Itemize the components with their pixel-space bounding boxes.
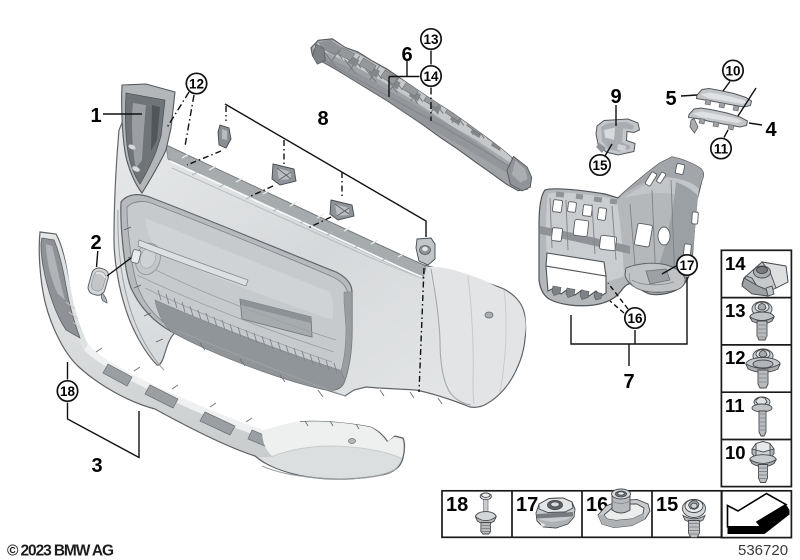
svg-text:14: 14 (423, 69, 439, 84)
svg-text:16: 16 (627, 311, 643, 326)
svg-text:13: 13 (725, 300, 746, 321)
svg-text:8: 8 (317, 108, 328, 130)
svg-text:© 2023 BMW AG: © 2023 BMW AG (7, 543, 114, 560)
svg-text:13: 13 (423, 32, 439, 47)
svg-text:4: 4 (765, 119, 777, 141)
svg-text:2: 2 (90, 232, 101, 254)
svg-text:18: 18 (446, 494, 468, 516)
svg-text:12: 12 (725, 347, 746, 368)
svg-text:15: 15 (656, 494, 678, 516)
svg-text:15: 15 (592, 158, 608, 173)
svg-text:10: 10 (725, 442, 746, 463)
svg-text:536720: 536720 (738, 542, 788, 559)
svg-text:17: 17 (679, 258, 694, 273)
svg-text:11: 11 (725, 395, 745, 416)
svg-text:10: 10 (725, 63, 740, 78)
svg-text:1: 1 (90, 105, 101, 127)
svg-text:11: 11 (714, 141, 729, 156)
svg-text:6: 6 (401, 44, 412, 66)
svg-text:3: 3 (91, 455, 102, 477)
svg-text:5: 5 (665, 88, 676, 110)
svg-text:18: 18 (60, 384, 76, 399)
svg-text:17: 17 (516, 494, 538, 516)
svg-text:14: 14 (725, 253, 746, 274)
svg-text:12: 12 (189, 76, 204, 91)
svg-text:7: 7 (623, 371, 634, 393)
svg-text:9: 9 (610, 86, 621, 108)
